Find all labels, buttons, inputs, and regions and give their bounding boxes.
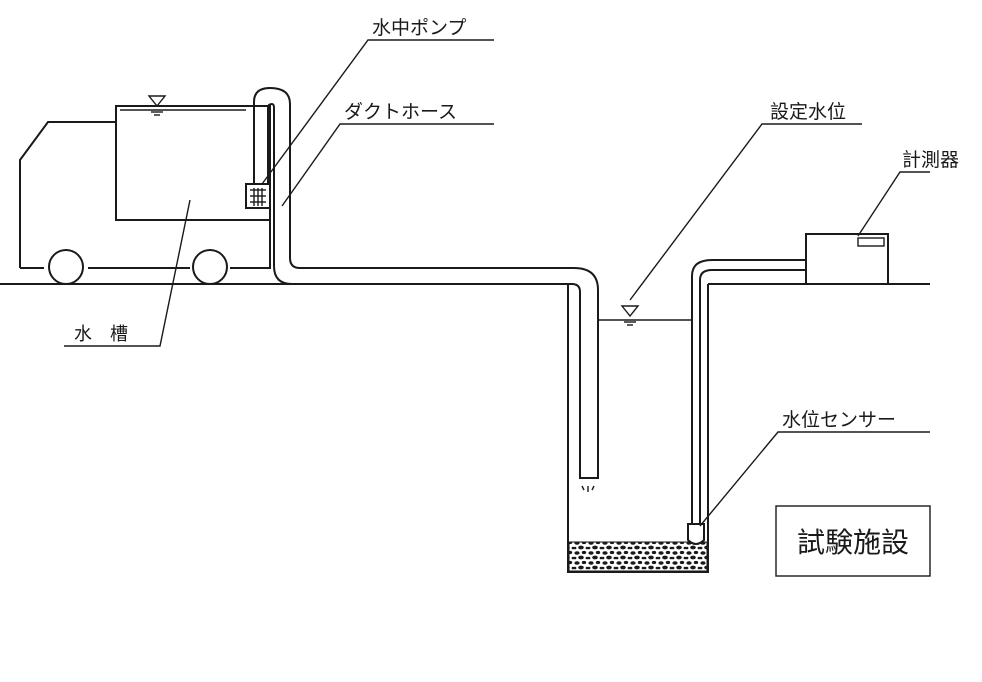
label-water-tank: 水 槽: [74, 324, 128, 345]
label-submersible-pump: 水中ポンプ: [372, 17, 466, 39]
measuring-instrument: [805, 233, 889, 285]
label-set-water-level: 設定水位: [770, 101, 846, 123]
set-water-level-marker: [620, 305, 640, 326]
rear-wheel: [192, 249, 228, 285]
facility-title-box: 試験施設: [775, 505, 931, 577]
leader-lines: [64, 39, 930, 527]
water-level-sensor: [687, 523, 705, 545]
submersible-pump: [245, 183, 271, 209]
duct-hose: [253, 86, 599, 492]
tank-water-level-marker: [147, 95, 167, 116]
label-duct-hose: ダクトホース: [344, 101, 457, 123]
label-measuring-instrument: 計測器: [902, 149, 959, 171]
test-pit: [567, 284, 709, 573]
label-water-level-sensor: 水位センサー: [782, 409, 896, 431]
water-tank: [115, 105, 271, 221]
label-test-facility: 試験施設: [797, 526, 909, 559]
gravel-bed: [568, 541, 708, 572]
front-wheel: [48, 249, 84, 285]
sensor-cable: [691, 259, 806, 524]
water-tank-truck: [19, 95, 271, 285]
